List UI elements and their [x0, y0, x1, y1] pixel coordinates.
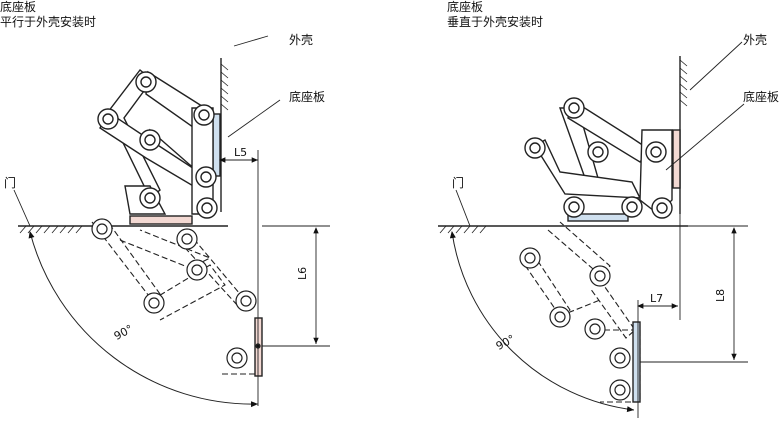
- right-shell-label: 外壳: [743, 33, 768, 47]
- right-view: [438, 41, 748, 418]
- shell-plate: [212, 113, 221, 177]
- left-title-line2: 平行于外壳安装时: [0, 15, 97, 29]
- pivots-left: [97, 71, 218, 219]
- open-plate-right: [632, 321, 641, 403]
- base-plate: [129, 215, 193, 225]
- left-shell-label: 外壳: [289, 33, 314, 47]
- right-title-line2: 垂直于外壳安装时: [447, 15, 544, 29]
- right-title-line1: 底座板: [447, 0, 484, 14]
- swing-arc-right: [449, 231, 635, 413]
- pivots-open-left: [91, 218, 257, 369]
- open-position-right: [519, 221, 641, 403]
- dim-l6-label: L6: [296, 266, 309, 280]
- dim-lines-right: [455, 41, 748, 418]
- left-baseplate-label: 底座板: [289, 90, 326, 104]
- floor-hatch: [19, 225, 83, 234]
- swing-arc-left: [28, 231, 259, 408]
- dim-l7-label: L7: [650, 292, 664, 305]
- right-door-label: 门: [452, 176, 465, 190]
- pivots-right: [524, 97, 673, 219]
- right-baseplate-label: 底座板: [743, 90, 780, 104]
- dim-l8-label: L8: [714, 288, 727, 302]
- pivots-open-right: [519, 247, 631, 401]
- door-plate-right: [567, 213, 629, 222]
- dim-lines-left: [13, 35, 330, 406]
- left-view: [13, 35, 330, 408]
- left-title-line1: 底座板: [0, 0, 37, 14]
- dim-l5-label: L5: [234, 146, 248, 159]
- left-door-label: 门: [4, 176, 17, 190]
- base-plate-right: [672, 129, 681, 189]
